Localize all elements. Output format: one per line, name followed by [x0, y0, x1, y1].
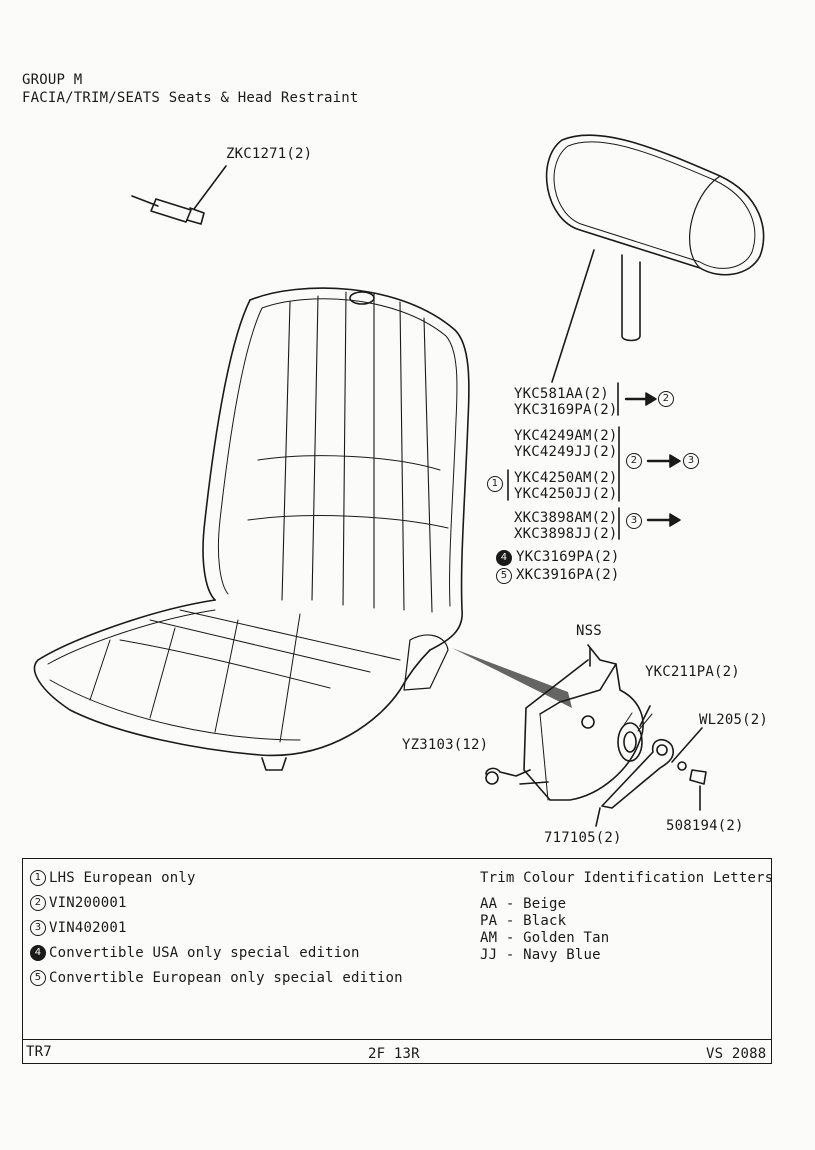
colour-jj: JJ - Navy Blue [480, 947, 601, 963]
marker-3-icon: 3 [30, 920, 46, 936]
callout-lines [507, 382, 681, 540]
part-seat-a: YKC4249AM(2) [514, 428, 618, 444]
marker-4-icon: 4 [496, 550, 512, 566]
head-restraint-drawing [545, 134, 765, 383]
part-seat-g: YKC3169PA(2) [516, 549, 620, 565]
marker-1-icon: 1 [30, 870, 46, 886]
marker-5-icon: 5 [496, 568, 512, 584]
footer-page: 2F 13R [368, 1046, 420, 1062]
seat-drawing [33, 287, 572, 771]
marker-3-icon: 3 [626, 513, 642, 529]
bracket-drawing [485, 644, 707, 827]
footer-model: TR7 [26, 1044, 52, 1060]
notes-box [22, 858, 772, 1064]
colour-am: AM - Golden Tan [480, 930, 610, 946]
marker-1-icon: 1 [487, 476, 503, 492]
footer-divider [22, 1039, 772, 1040]
part-seat-h: XKC3916PA(2) [516, 567, 620, 583]
colour-title: Trim Colour Identification Letters [480, 870, 774, 886]
part-screw: YZ3103(12) [402, 737, 489, 753]
part-seat-b: YKC4249JJ(2) [514, 444, 618, 460]
marker-3-icon: 3 [683, 453, 699, 469]
part-lever: 717105(2) [544, 830, 622, 846]
bolt-drawing [131, 165, 227, 225]
part-nss: NSS [576, 623, 602, 639]
colour-pa: PA - Black [480, 913, 567, 929]
part-bolt: ZKC1271(2) [226, 146, 313, 162]
part-seat-d: YKC4250JJ(2) [514, 486, 618, 502]
marker-4-icon: 4 [30, 945, 46, 961]
part-seat-e: XKC3898AM(2) [514, 510, 618, 526]
marker-2-icon: 2 [30, 895, 46, 911]
marker-5-icon: 5 [30, 970, 46, 986]
marker-2-icon: 2 [658, 391, 674, 407]
part-seat-f: XKC3898JJ(2) [514, 526, 618, 542]
part-knob: YKC211PA(2) [645, 664, 740, 680]
page-title: FACIA/TRIM/SEATS Seats & Head Restraint [22, 90, 359, 106]
part-headrest-a: YKC581AA(2) [514, 386, 609, 402]
part-pin: 508194(2) [666, 818, 744, 834]
part-seat-c: YKC4250AM(2) [514, 470, 618, 486]
group-label: GROUP M [22, 72, 83, 88]
marker-2-icon: 2 [626, 453, 642, 469]
footer-code: VS 2088 [706, 1046, 767, 1062]
colour-aa: AA - Beige [480, 896, 567, 912]
part-headrest-b: YKC3169PA(2) [514, 402, 618, 418]
part-washer: WL205(2) [699, 712, 769, 728]
